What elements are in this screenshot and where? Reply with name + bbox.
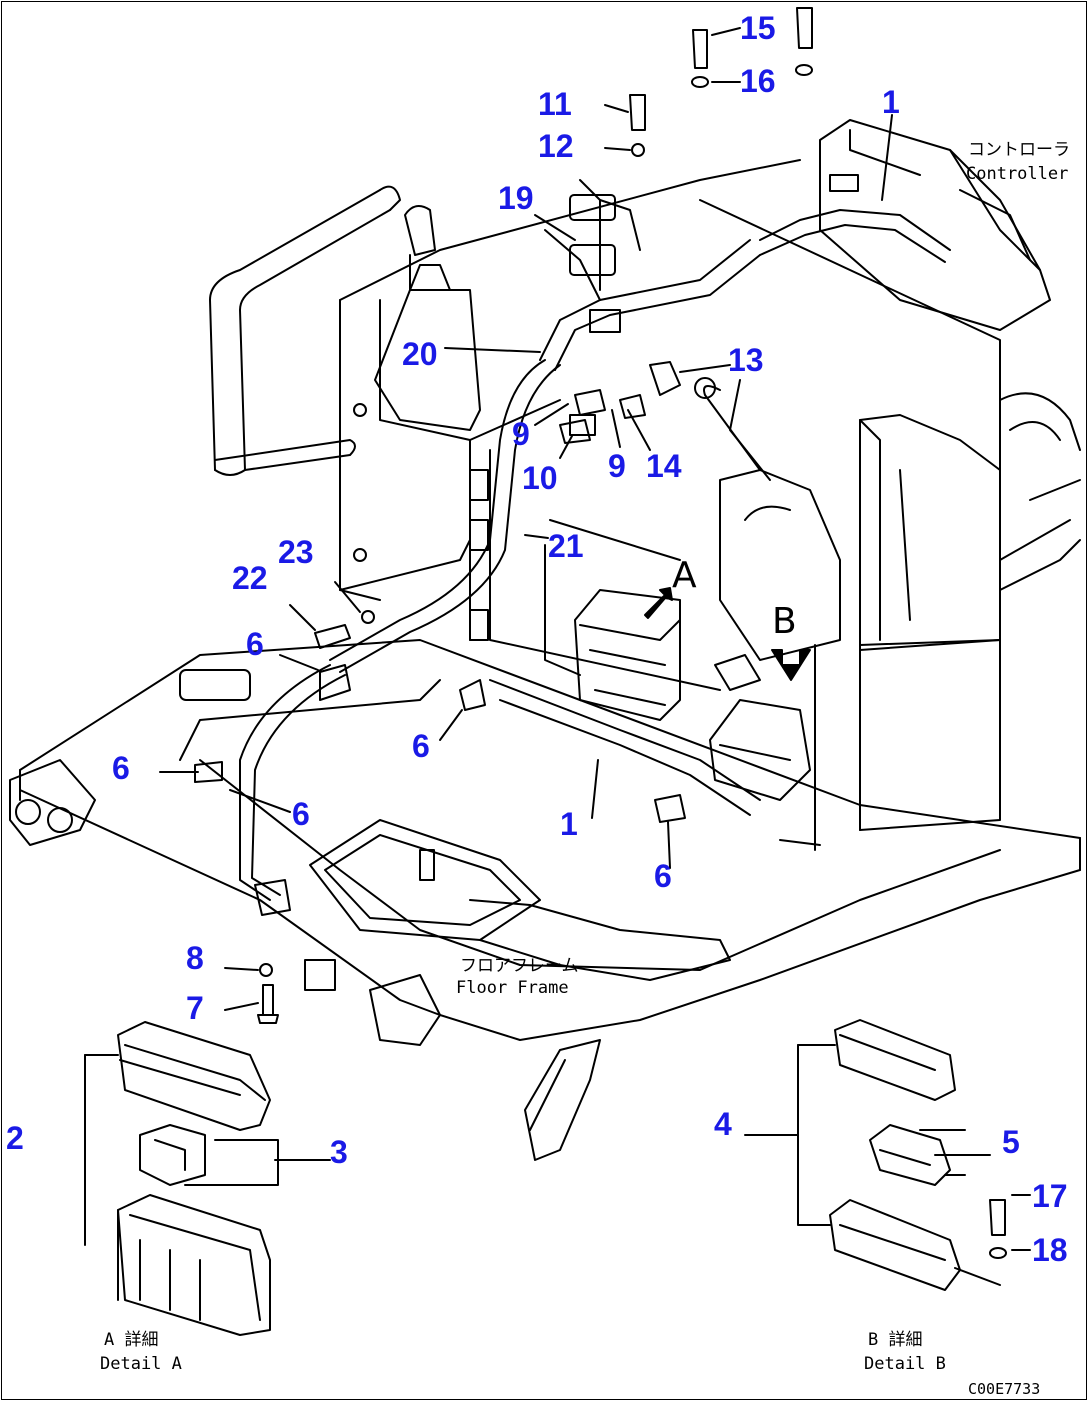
callout-21: 21	[548, 528, 584, 564]
floor-frame-label-jp: フロアフレーム	[460, 956, 579, 976]
drawing-code: C00E7733	[968, 1380, 1041, 1398]
callout-12: 12	[538, 128, 574, 164]
callout-15: 15	[740, 10, 776, 46]
floor-frame	[9, 639, 1081, 1161]
callout-2: 2	[6, 1120, 24, 1156]
callout-6-d: 6	[292, 796, 310, 832]
callout-5: 5	[1002, 1124, 1020, 1160]
detail-a-label-en: Detail A	[100, 1354, 182, 1374]
callout-6-e: 6	[654, 858, 672, 894]
controller-label-en: Controller	[966, 164, 1069, 184]
view-b-marker: B	[772, 601, 797, 642]
detail-b-label-jp: B 詳細	[868, 1330, 923, 1350]
callout-6-a: 6	[246, 626, 264, 662]
callout-1-mid: 1	[560, 806, 578, 842]
detail-b-label-en: Detail B	[864, 1354, 946, 1374]
callout-18: 18	[1032, 1232, 1068, 1268]
callout-4: 4	[714, 1106, 732, 1142]
callout-9-b: 9	[608, 448, 626, 484]
callout-11: 11	[538, 86, 572, 122]
callout-22: 22	[232, 560, 268, 596]
console-housing	[159, 7, 1081, 1046]
callout-3: 3	[330, 1134, 348, 1170]
detail-a-label-jp: A 詳細	[104, 1330, 159, 1350]
callout-6-b: 6	[412, 728, 430, 764]
callout-23: 23	[278, 534, 314, 570]
callout-19: 19	[498, 180, 534, 216]
callout-13: 13	[728, 342, 764, 378]
callout-6-c: 6	[112, 750, 130, 786]
floor-frame-label-en: Floor Frame	[456, 978, 569, 998]
callout-9-a: 9	[512, 416, 530, 452]
controller-label-jp: コントローラ	[968, 140, 1070, 160]
callout-17: 17	[1032, 1178, 1068, 1214]
callout-14: 14	[646, 448, 682, 484]
callout-10: 10	[522, 460, 558, 496]
detail-b-relay-box	[744, 1019, 1031, 1291]
callout-16: 16	[740, 63, 776, 99]
callout-8: 8	[186, 940, 204, 976]
callout-1-top: 1	[882, 84, 900, 120]
detail-a-fuse-box	[84, 1021, 331, 1336]
callout-20: 20	[402, 336, 438, 372]
callout-7: 7	[186, 990, 204, 1026]
view-a-marker: A	[672, 555, 697, 596]
